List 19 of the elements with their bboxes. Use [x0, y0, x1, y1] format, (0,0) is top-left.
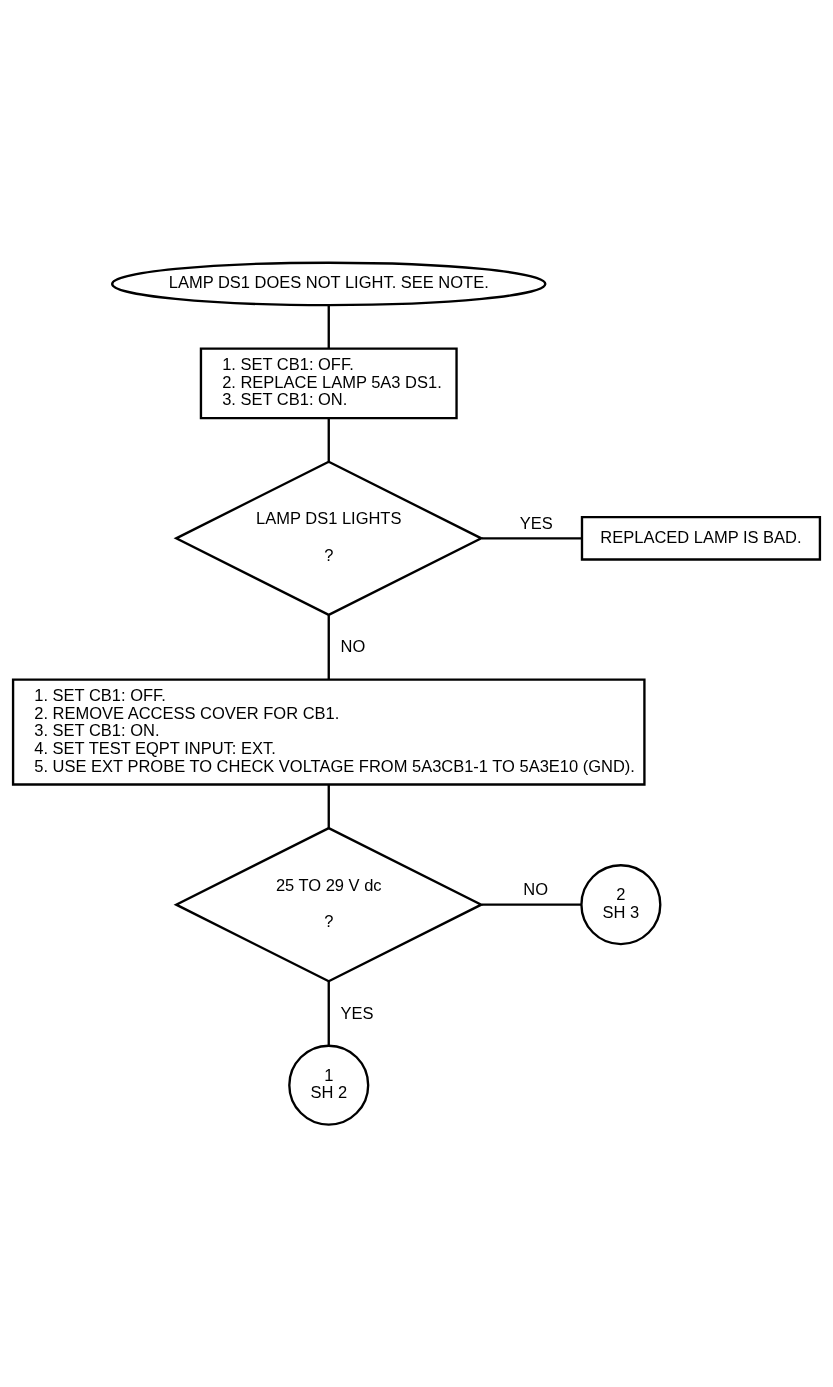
node-box: 1. SET CB1: OFF. 2. REMOVE ACCESS COVER FOR CB1. 3. SET CB1: ON. 4. SET TEST EQPT INPUT: EXT. 5. USE EXT PROBE TO CHECK VOLTAGE FROM 5A3CB1-1 TO 5A3E10 (GND). — [11, 678, 646, 786]
connector — [327, 418, 330, 462]
edge-label: YES — [340, 1003, 374, 1022]
edge-label: YES — [519, 513, 553, 532]
node-circle: 1 SH 2 — [288, 1044, 370, 1126]
node-box: REPLACED LAMP IS BAD. — [580, 515, 822, 561]
connector — [327, 981, 330, 1046]
node-circle: 2 SH 3 — [580, 864, 662, 946]
connector — [327, 784, 330, 828]
node-ellipse: LAMP DS1 DOES NOT LIGHT. SEE NOTE. — [111, 261, 547, 307]
connector — [481, 903, 582, 906]
node-diamond: 25 TO 29 V dc ? — [173, 826, 484, 983]
connector — [481, 537, 582, 540]
edge-label: NO — [340, 637, 366, 656]
node-box: 1. SET CB1: OFF. 2. REPLACE LAMP 5A3 DS1. 3. SET CB1: ON. — [199, 347, 458, 420]
node-diamond: LAMP DS1 LIGHTS ? — [173, 460, 484, 617]
connector — [327, 615, 330, 680]
connector — [327, 305, 330, 349]
edge-label: NO — [523, 879, 548, 898]
